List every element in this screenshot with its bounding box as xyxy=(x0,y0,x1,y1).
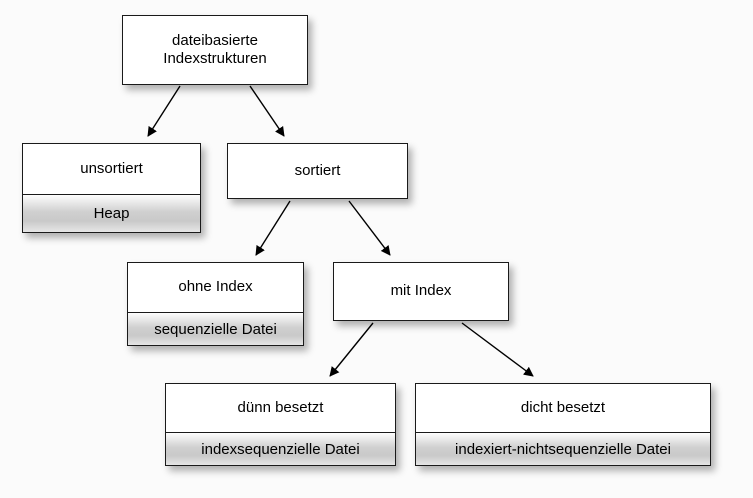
node-ohne-index-subtitle: sequenzielle Datei xyxy=(128,312,303,345)
edge-root-to-sortiert xyxy=(249,85,285,137)
node-ohne-index-title: ohne Index xyxy=(128,263,303,312)
edge-sortiert-to-mit-index xyxy=(348,200,391,256)
node-dicht-besetzt-subtitle: indexiert-nichtsequenzielle Datei xyxy=(416,432,710,465)
node-root[interactable]: dateibasierte Indexstrukturen xyxy=(122,15,308,85)
node-unsortiert[interactable]: unsortiert Heap xyxy=(22,143,201,233)
node-mit-index-title: mit Index xyxy=(334,263,508,320)
node-sortiert[interactable]: sortiert xyxy=(227,143,408,199)
node-unsortiert-subtitle: Heap xyxy=(23,194,200,232)
node-sortiert-title: sortiert xyxy=(228,144,407,198)
node-mit-index[interactable]: mit Index xyxy=(333,262,509,321)
edge-root-to-unsortiert xyxy=(147,85,181,137)
node-duenn-besetzt[interactable]: dünn besetzt indexsequenzielle Datei xyxy=(165,383,396,466)
node-dicht-besetzt-title: dicht besetzt xyxy=(416,384,710,432)
node-root-title: dateibasierte Indexstrukturen xyxy=(123,16,307,84)
edge-mit-index-to-dicht xyxy=(461,322,534,377)
edge-sortiert-to-ohne-index xyxy=(255,200,291,256)
edge-mit-index-to-duenn xyxy=(329,322,374,377)
node-dicht-besetzt[interactable]: dicht besetzt indexiert-nichtsequenziell… xyxy=(415,383,711,466)
node-duenn-besetzt-title: dünn besetzt xyxy=(166,384,395,432)
node-ohne-index[interactable]: ohne Index sequenzielle Datei xyxy=(127,262,304,346)
node-unsortiert-title: unsortiert xyxy=(23,144,200,194)
node-duenn-besetzt-subtitle: indexsequenzielle Datei xyxy=(166,432,395,465)
